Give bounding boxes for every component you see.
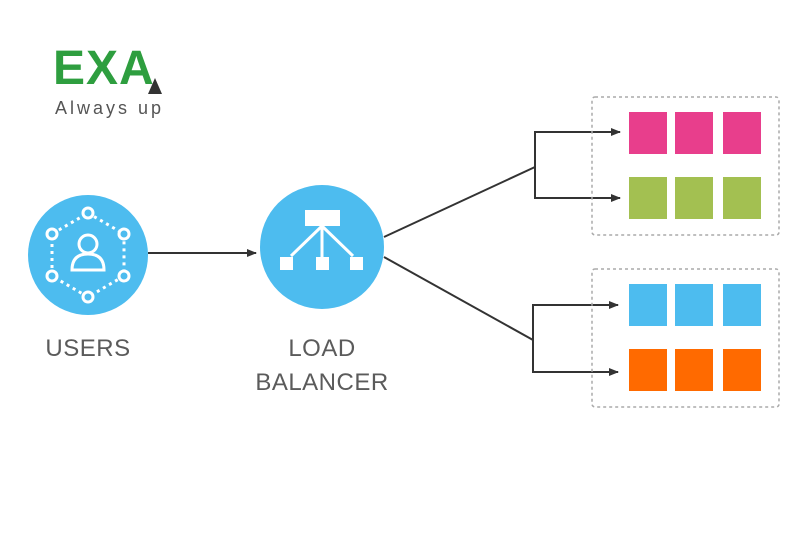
server-block <box>723 177 761 219</box>
server-block <box>629 284 667 326</box>
server-block <box>629 349 667 391</box>
server-block <box>675 284 713 326</box>
user-network-icon <box>45 206 131 304</box>
server-group-1 <box>591 96 780 236</box>
server-block <box>723 112 761 154</box>
load-balancer-node <box>260 185 384 309</box>
connectors <box>148 128 621 376</box>
lb-to-group2-line <box>383 256 534 341</box>
server-block <box>629 177 667 219</box>
users-node <box>28 195 148 315</box>
logo-tagline: Always up <box>55 98 165 118</box>
load-balancer-label-line2: BALANCER <box>255 369 389 396</box>
group2-branch <box>532 304 618 373</box>
server-block <box>723 349 761 391</box>
server-group-2 <box>591 268 780 408</box>
server-block <box>629 112 667 154</box>
lb-to-group1-line <box>383 166 536 238</box>
users-label: USERS <box>45 335 131 362</box>
group1-branch <box>534 131 620 199</box>
server-block <box>675 349 713 391</box>
server-block <box>675 112 713 154</box>
server-block <box>723 284 761 326</box>
load-balancer-label-line1: LOAD <box>288 335 356 362</box>
server-block <box>675 177 713 219</box>
hierarchy-icon <box>280 210 363 270</box>
logo-a-notch <box>148 78 162 94</box>
logo-wordmark: EXA <box>53 42 155 95</box>
server-groups <box>591 96 780 408</box>
